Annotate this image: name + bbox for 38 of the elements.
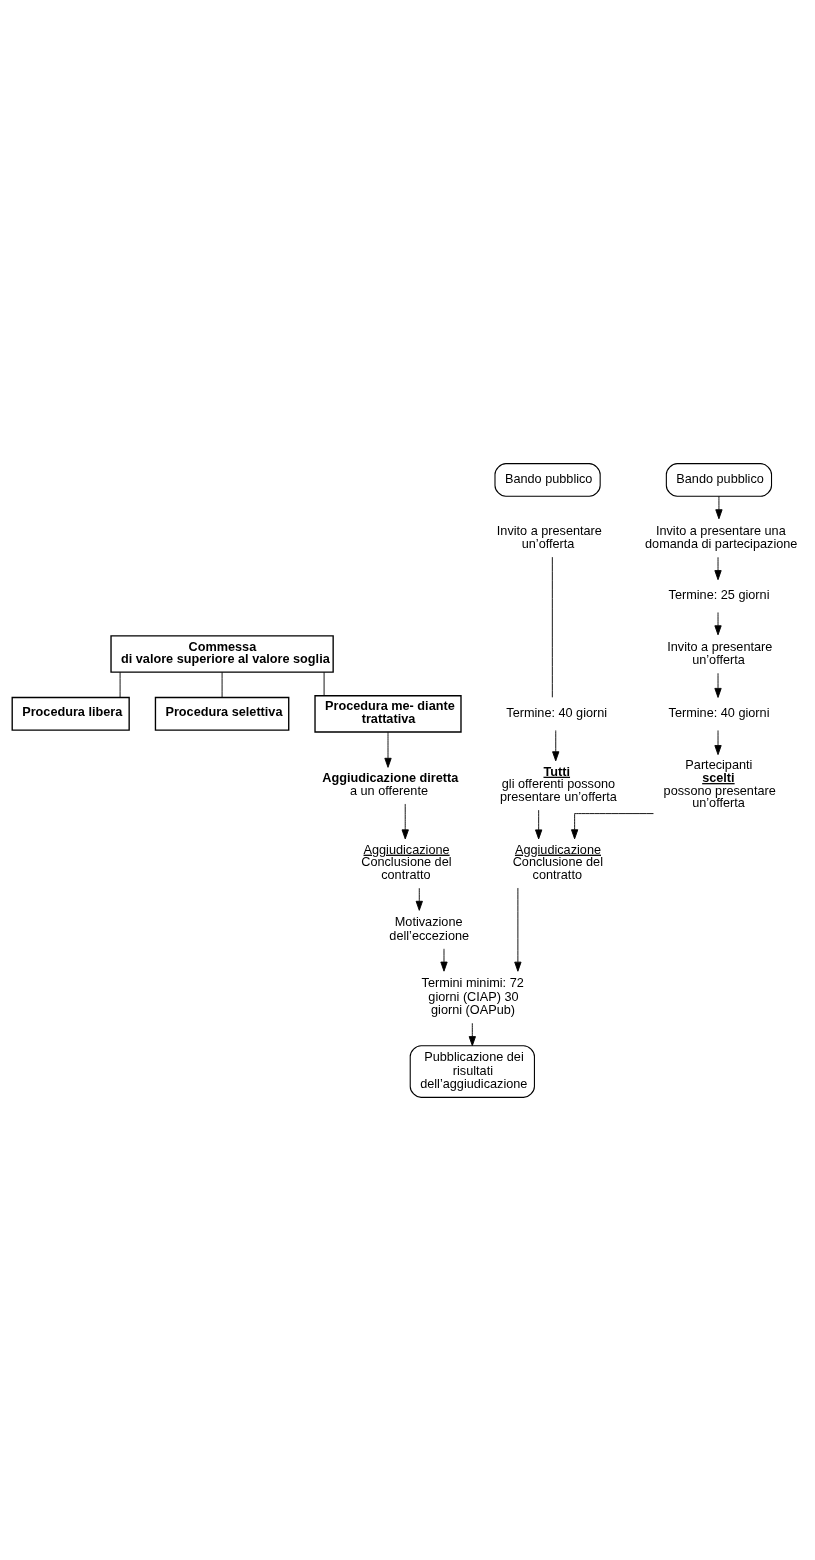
- node-box: Procedura me- diante trattativa: [314, 694, 462, 733]
- node-text: Motivazione dell’eccezione: [389, 914, 470, 943]
- node-text: Termine: 40 giorni: [668, 705, 770, 720]
- node-text: Termini minimi: 72 giorni (CIAP) 30 giorni (OAPub): [421, 975, 524, 1017]
- node-box: Commessa di valore superiore al valore soglia: [110, 634, 334, 673]
- connector: [323, 671, 325, 696]
- node-text: Aggiudicazione diretta a un offerente: [322, 770, 459, 798]
- node-text: Termine: 40 giorni: [506, 705, 608, 720]
- node-text: Invito a presentare una domanda di partecipazione: [645, 523, 798, 551]
- connector: [119, 671, 121, 698]
- arrow: [714, 556, 722, 580]
- arrow: [552, 729, 560, 761]
- arrow: [384, 731, 392, 768]
- arrow: [714, 729, 722, 755]
- arrow: [468, 1022, 476, 1046]
- node-text: Aggiudicazione Conclusione del contratto: [512, 842, 603, 882]
- node-text: Tutti gli offerenti possono presentare un’offerta: [499, 764, 617, 804]
- node-box: Bando pubblico: [494, 462, 601, 497]
- connector: [221, 671, 223, 698]
- node-text: Invito a presentare un’offerta: [496, 523, 602, 551]
- node-text: Aggiudicazione Conclusione del contratto: [361, 842, 452, 882]
- node-box: Bando pubblico: [665, 462, 773, 497]
- node-text: Termine: 25 giorni: [668, 587, 770, 602]
- arrow: [571, 812, 654, 839]
- arrow: [401, 803, 409, 839]
- arrow: [514, 887, 522, 972]
- connector: [551, 556, 553, 698]
- arrow: [714, 611, 722, 635]
- node-text: Invito a presentare un’offerta: [667, 639, 773, 667]
- node-text: Partecipanti scelti possono presentare un’offerta: [663, 757, 776, 810]
- arrow: [440, 947, 448, 972]
- arrow: [535, 809, 543, 839]
- arrow: [714, 672, 722, 698]
- arrow: [415, 887, 423, 911]
- node-box: Procedura libera: [11, 696, 130, 731]
- arrow: [715, 495, 723, 519]
- node-box: Pubblicazione dei risultati dell’aggiudicazione: [409, 1044, 535, 1098]
- node-box: Procedura selettiva: [154, 696, 290, 731]
